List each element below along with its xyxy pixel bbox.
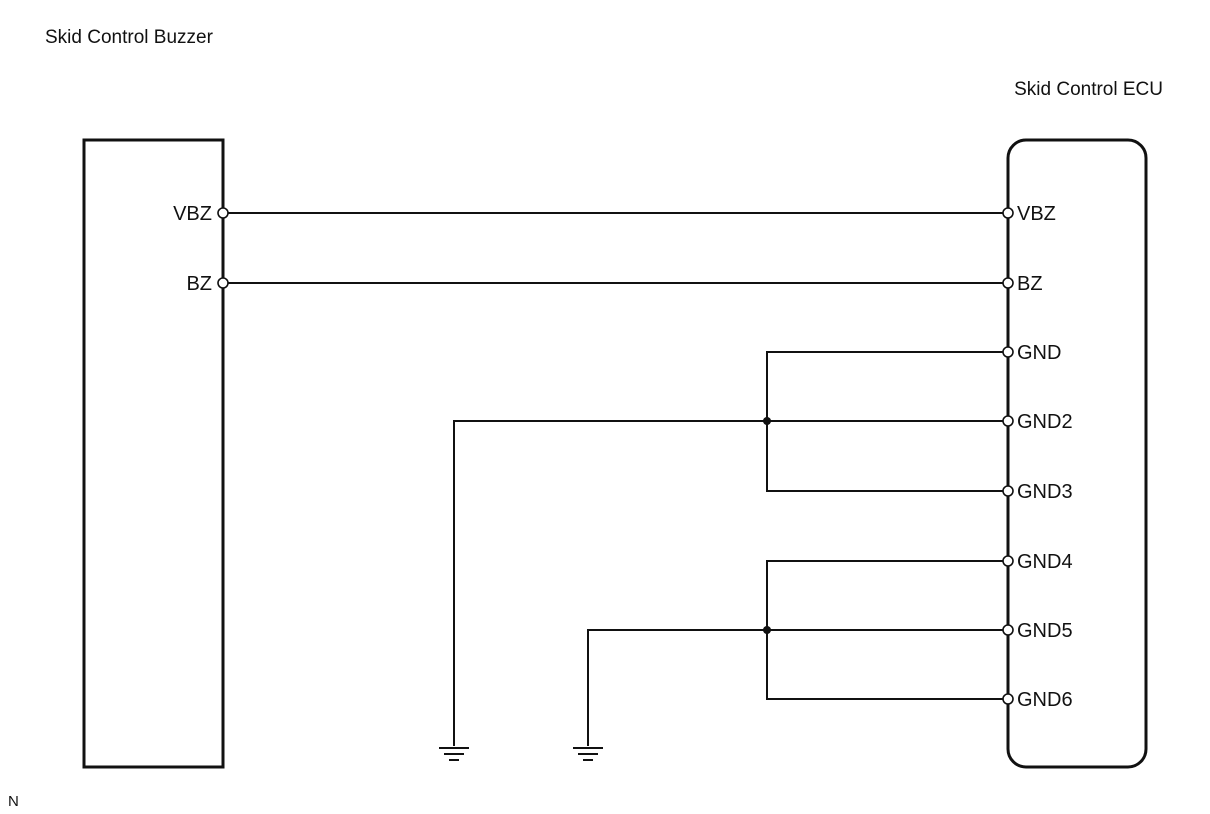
buzzer-pin-bz-terminal <box>217 277 229 289</box>
ecu-pin-label: GND3 <box>1017 481 1073 503</box>
buzzer-box <box>82 138 225 769</box>
ecu-pin-label: GND2 <box>1017 411 1073 433</box>
buzzer-title: Skid Control Buzzer <box>45 27 214 48</box>
junction-dot-2 <box>763 626 771 634</box>
wire-gnd2-ground <box>453 420 1003 746</box>
buzzer-pin-label: BZ <box>186 273 212 295</box>
ecu-box <box>1006 138 1148 769</box>
buzzer-pin-vbz-terminal <box>217 207 229 219</box>
ecu-pin-label: GND5 <box>1017 620 1073 642</box>
ground-icon <box>439 747 469 761</box>
ecu-pin-terminal <box>1002 693 1014 705</box>
buzzer-pin-label: VBZ <box>173 203 212 225</box>
ecu-pin-terminal <box>1002 207 1014 219</box>
footnote-code: N <box>8 793 19 810</box>
ecu-title: Skid Control ECU <box>1014 79 1163 100</box>
ecu-pin-label: BZ <box>1017 273 1043 295</box>
ecu-pin-terminal <box>1002 346 1014 358</box>
ecu-pin-label: GND6 <box>1017 689 1073 711</box>
ecu-pin-label: VBZ <box>1017 203 1056 225</box>
ground-icon <box>573 747 603 761</box>
ecu-pin-terminal <box>1002 415 1014 427</box>
ecu-pin-terminal <box>1002 555 1014 567</box>
ecu-pin-terminal <box>1002 277 1014 289</box>
junction-dot-1 <box>763 417 771 425</box>
ecu-pin-terminal <box>1002 624 1014 636</box>
ecu-pin-label: GND4 <box>1017 551 1073 573</box>
ecu-pin-label: GND <box>1017 342 1061 364</box>
wire-gnd5-ground <box>587 629 1003 746</box>
ecu-pin-terminal <box>1002 485 1014 497</box>
